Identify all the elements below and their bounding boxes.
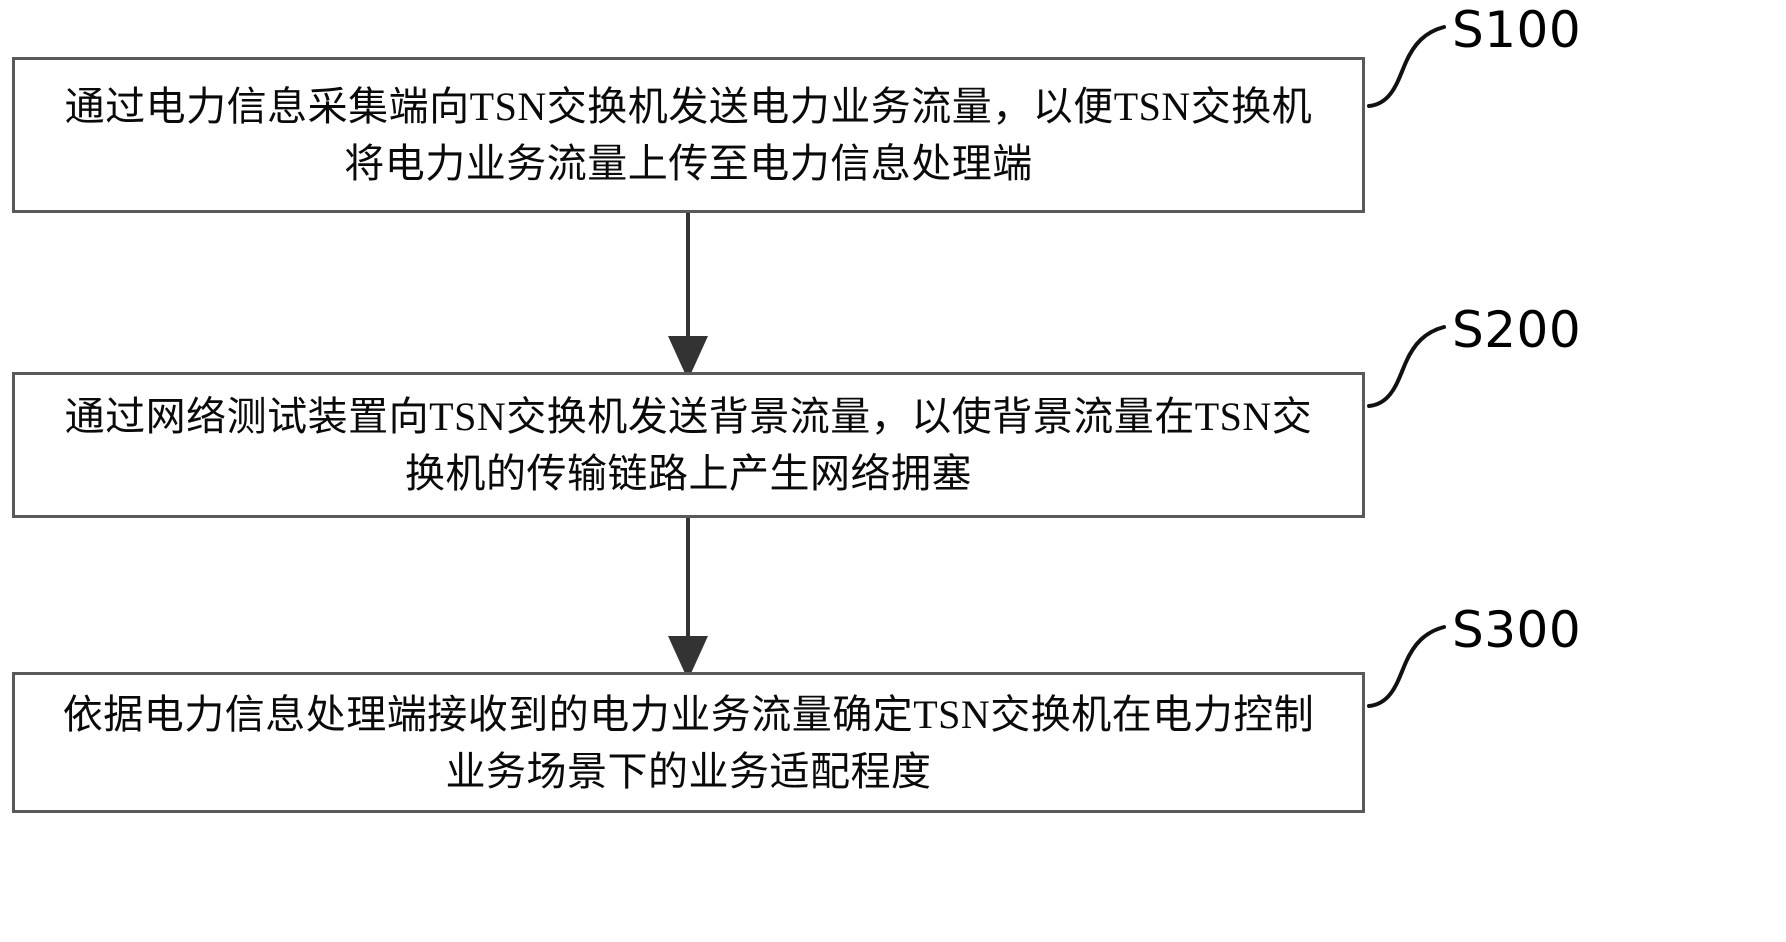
step-label-s100: S100 [1452,1,1582,59]
process-box-s200: 通过网络测试装置向TSN交换机发送背景流量，以使背景流量在TSN交 换机的传输链… [12,372,1365,518]
process-box-s100: 通过电力信息采集端向TSN交换机发送电力业务流量，以便TSN交换机 将电力业务流… [12,57,1365,213]
step-label-s300: S300 [1452,601,1582,659]
process-box-s100-line-2: 将电力业务流量上传至电力信息处理端 [344,141,1033,186]
process-box-s300: 依据电力信息处理端接收到的电力业务流量确定TSN交换机在电力控制 业务场景下的业… [12,672,1365,813]
process-box-s100-line-1: 通过电力信息采集端向TSN交换机发送电力业务流量，以便TSN交换机 [64,84,1313,129]
process-box-s200-line-1: 通过网络测试装置向TSN交换机发送背景流量，以使背景流量在TSN交 [64,394,1313,439]
process-box-s300-line-2: 业务场景下的业务适配程度 [445,748,932,794]
process-box-s300-line-1: 依据电力信息处理端接收到的电力业务流量确定TSN交换机在电力控制 [62,691,1315,737]
leader-line-s200 [1367,325,1446,408]
process-box-s200-line-2: 换机的传输链路上产生网络拥塞 [405,451,972,496]
leader-line-s300 [1367,625,1446,708]
step-label-s200: S200 [1452,301,1582,359]
leader-line-s100 [1367,25,1446,108]
